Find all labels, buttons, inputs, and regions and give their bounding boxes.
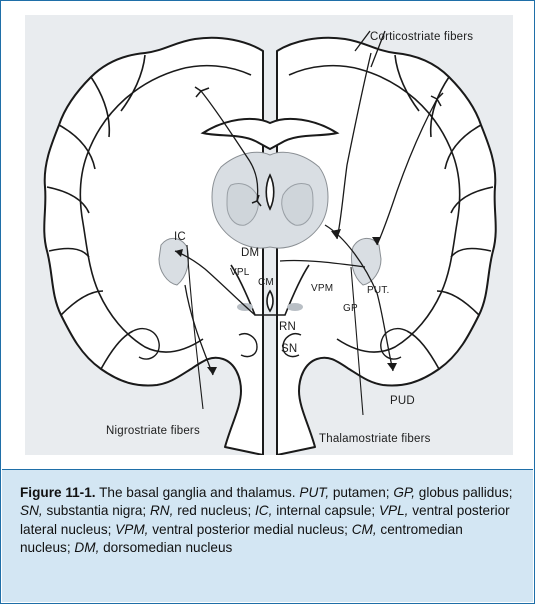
abbr-cm: CM, <box>352 522 377 537</box>
abbr-vpm: VPM, <box>115 522 148 537</box>
abbr-vpm-meaning: ventral posterior medial nucleus; <box>152 522 348 537</box>
gp-label: GP <box>343 303 358 314</box>
brain-coronal-illustration: Corticostriate fibers IC DM VPL CM VPM P… <box>25 15 513 455</box>
left-hemisphere <box>44 38 263 455</box>
nigrostriate-fibers-label: Nigrostriate fibers <box>106 425 200 437</box>
dm-label: DM <box>241 247 259 259</box>
figure-title: The basal ganglia and thalamus. <box>99 485 296 500</box>
vpm-label: VPM <box>311 283 333 294</box>
vpl-label: VPL <box>230 267 250 278</box>
cm-label: CM <box>258 277 274 288</box>
abbr-rn-meaning: red nucleus; <box>177 503 251 518</box>
abbr-put-meaning: putamen; <box>333 485 390 500</box>
right-hemisphere <box>277 38 496 455</box>
abbr-dm: DM, <box>74 540 99 555</box>
rn-label: RN <box>279 321 296 333</box>
figure-number: Figure 11-1. <box>20 485 96 500</box>
pud-label: PUD <box>390 395 415 407</box>
abbr-ic-meaning: internal capsule; <box>276 503 375 518</box>
abbr-put: PUT, <box>299 485 329 500</box>
ic-label: IC <box>174 231 186 243</box>
abbr-dm-meaning: dorsomedian nucleus <box>103 540 232 555</box>
abbr-sn-meaning: substantia nigra; <box>46 503 146 518</box>
corticostriate-fibers-label: Corticostriate fibers <box>370 31 473 43</box>
abbr-sn: SN, <box>20 503 43 518</box>
abbr-rn: RN, <box>150 503 173 518</box>
figure-caption: Figure 11-1. The basal ganglia and thala… <box>2 469 533 602</box>
abbr-gp-meaning: globus pallidus; <box>419 485 513 500</box>
put-label: PUT. <box>367 285 389 296</box>
abbr-ic: IC, <box>255 503 272 518</box>
abbr-gp: GP, <box>393 485 415 500</box>
sn-label: SN <box>281 343 297 355</box>
abbr-vpl: VPL, <box>379 503 408 518</box>
brain-drawing <box>25 15 513 455</box>
thalamostriate-fibers-label: Thalamostriate fibers <box>319 433 431 445</box>
